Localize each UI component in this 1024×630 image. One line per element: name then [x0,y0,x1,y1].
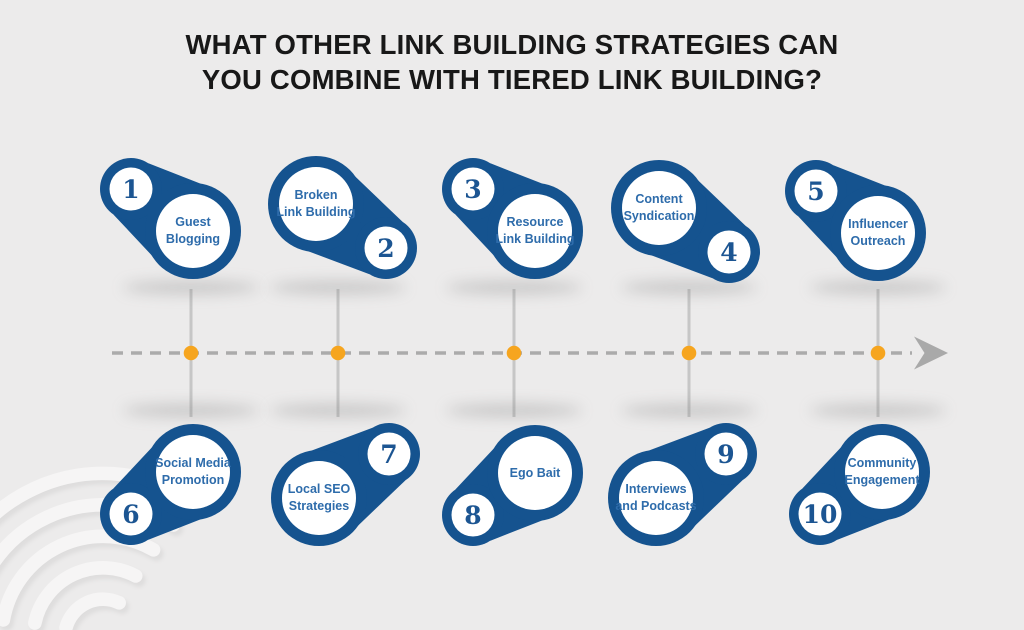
strategy-item-10: 10 Community Engagement [780,406,948,556]
blob-shape [100,424,241,545]
blob-shadow [446,281,582,294]
item-label: Broken Link Building [276,188,356,219]
blob-shadow [621,281,757,294]
blob-shape [271,423,420,546]
strategy-item-9: 9 Interviews and Podcasts [601,403,769,553]
item-label: Social Media Promotion [155,456,231,487]
strategy-item-6: 6 Social Media Promotion [91,406,259,556]
title-line-1: WHAT OTHER LINK BUILDING STRATEGIES CAN [185,29,839,60]
right-arrow-icon [914,336,948,370]
blob-shadow [621,404,757,417]
item-number-badge: 10 [802,499,838,529]
blob-shadow [810,404,946,417]
item-label: Ego Bait [509,465,561,480]
blob-shape [100,158,241,279]
blob-shape [442,425,583,546]
blob-shadow [810,281,946,294]
item-number-badge: 5 [807,176,825,206]
blob-shape [611,160,760,283]
blob-shadow [123,404,259,417]
timeline-dot [330,345,346,361]
timeline-dot [681,345,697,361]
strategy-item-2: 2 Broken Link Building [261,149,429,299]
blob-shadow [270,404,406,417]
item-label: Interviews and Podcasts [615,482,697,513]
item-number-badge: 4 [720,237,738,267]
strategy-item-4: 4 Content Syndication [604,153,772,303]
infographic-title: WHAT OTHER LINK BUILDING STRATEGIES CAN … [0,27,1024,97]
title-line-2: YOU COMBINE WITH TIERED LINK BUILDING? [201,64,823,95]
blob-shadow [123,281,259,294]
blob-shadow [270,281,406,294]
blob-shape [268,156,417,279]
blob-shape [785,160,926,281]
strategy-item-3: 3 Resource Link Building [433,147,601,297]
item-number-badge: 7 [380,439,398,469]
timeline-dot [870,345,886,361]
timeline-dot [506,345,522,361]
strategy-item-7: 7 Local SEO Strategies [264,403,432,553]
blob-shape [789,424,930,545]
item-label: Local SEO Strategies [287,482,351,513]
item-number-badge: 9 [717,439,735,469]
blob-shape [608,423,757,546]
item-number-badge: 3 [464,174,482,204]
item-label: Influencer Outreach [848,217,908,248]
blob-shape [442,158,583,279]
blob-shadow [446,404,582,417]
item-number-badge: 2 [377,233,395,263]
strategy-item-8: 8 Ego Bait [433,407,601,557]
item-label: Community Engagement [844,456,920,487]
item-number-badge: 6 [122,499,140,529]
timeline-dot [183,345,199,361]
item-number-badge: 8 [464,500,482,530]
strategy-item-5: 5 Influencer Outreach [776,149,944,299]
item-label: Resource Link Building [495,215,575,246]
strategy-item-1: 1 Guest Blogging [91,147,259,297]
item-label: Content Syndication [623,192,695,223]
item-label: Guest Blogging [165,215,221,246]
item-number-badge: 1 [122,174,140,204]
